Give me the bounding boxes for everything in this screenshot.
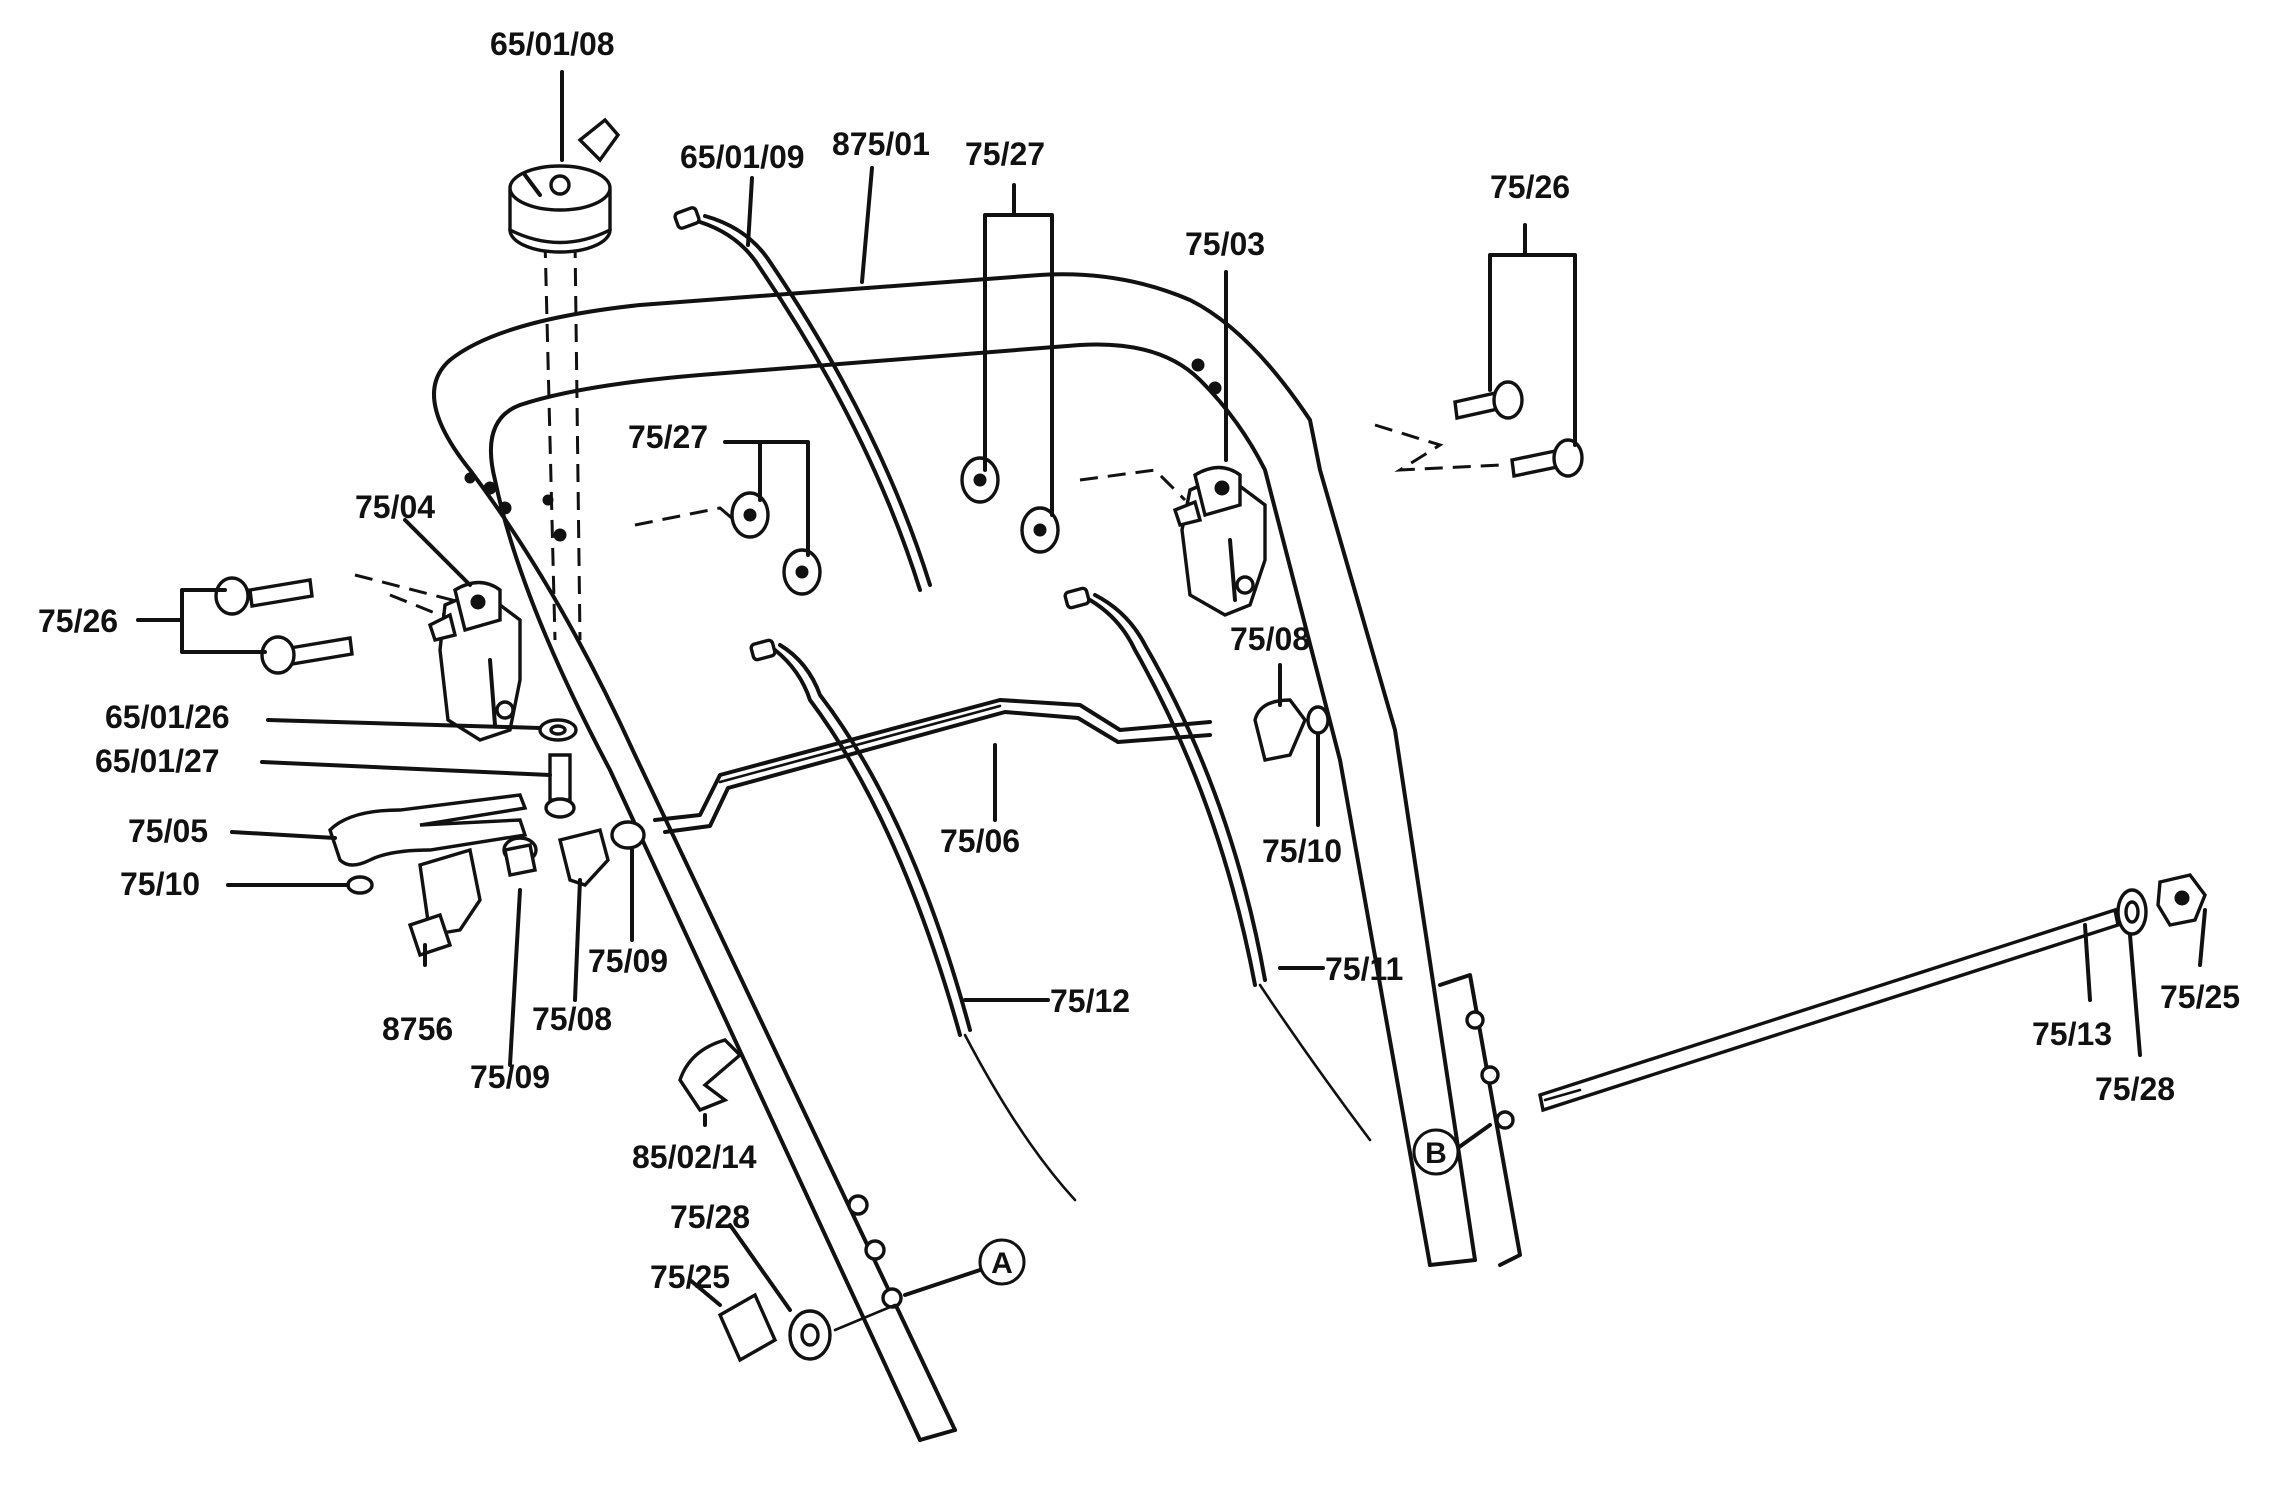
leader-lines (136, 70, 2207, 1312)
hinge-block-left (427, 580, 522, 742)
crossbar-rod (653, 698, 1212, 834)
nut-washer-bottom (717, 1292, 897, 1363)
label-75-10-right: 75/10 (1262, 833, 1342, 869)
label-875-01: 875/01 (832, 126, 930, 162)
label-75-28-right: 75/28 (2095, 1071, 2175, 1107)
label-75-06: 75/06 (940, 823, 1020, 859)
label-75-12: 75/12 (1050, 983, 1130, 1019)
label-8756: 8756 (382, 1011, 453, 1047)
callout-b: B (1412, 1128, 1460, 1176)
label-75-05: 75/05 (128, 813, 208, 849)
callout-a: A (978, 1238, 1026, 1286)
label-75-26-left: 75/26 (38, 603, 118, 639)
small-parts (328, 698, 1330, 1113)
handle-bar (432, 272, 1522, 1442)
label-75-28-bottom: 75/28 (670, 1199, 750, 1235)
long-bolt (1538, 873, 2207, 1113)
label-75-09-left: 75/09 (470, 1059, 550, 1095)
label-75-09-right: 75/09 (588, 943, 668, 979)
label-75-25-bottom: 75/25 (650, 1259, 730, 1295)
label-75-11: 75/11 (1325, 951, 1403, 987)
label-75-04: 75/04 (355, 489, 435, 525)
label-75-03: 75/03 (1185, 226, 1265, 262)
label-75-08-left: 75/08 (532, 1001, 612, 1037)
label-65-01-27: 65/01/27 (95, 743, 220, 779)
label-75-10-left: 75/10 (120, 866, 200, 902)
nuts-75-27 (730, 456, 1060, 596)
bolts-75-26 (214, 380, 1584, 675)
throttle-switch (508, 117, 621, 254)
label-75-25-right: 75/25 (2160, 979, 2240, 1015)
assembly-lines (354, 239, 1501, 641)
label-65-01-09: 65/01/09 (680, 139, 805, 175)
label-65-01-08: 65/01/08 (490, 26, 615, 62)
label-75-27-top: 75/27 (965, 136, 1045, 172)
part-labels: 65/01/08 65/01/09 875/01 75/27 75/26 75/… (38, 26, 2240, 1295)
label-65-01-26: 65/01/26 (105, 699, 230, 735)
cables (673, 206, 1372, 1202)
hinge-block-right (1172, 465, 1267, 617)
callout-a-text: A (991, 1247, 1013, 1280)
label-75-27-mid: 75/27 (628, 419, 708, 455)
label-75-26-top: 75/26 (1490, 169, 1570, 205)
label-75-08-right: 75/08 (1230, 621, 1310, 657)
label-85-02-14: 85/02/14 (632, 1139, 757, 1175)
label-75-13: 75/13 (2032, 1016, 2112, 1052)
callout-b-text: B (1425, 1137, 1447, 1170)
